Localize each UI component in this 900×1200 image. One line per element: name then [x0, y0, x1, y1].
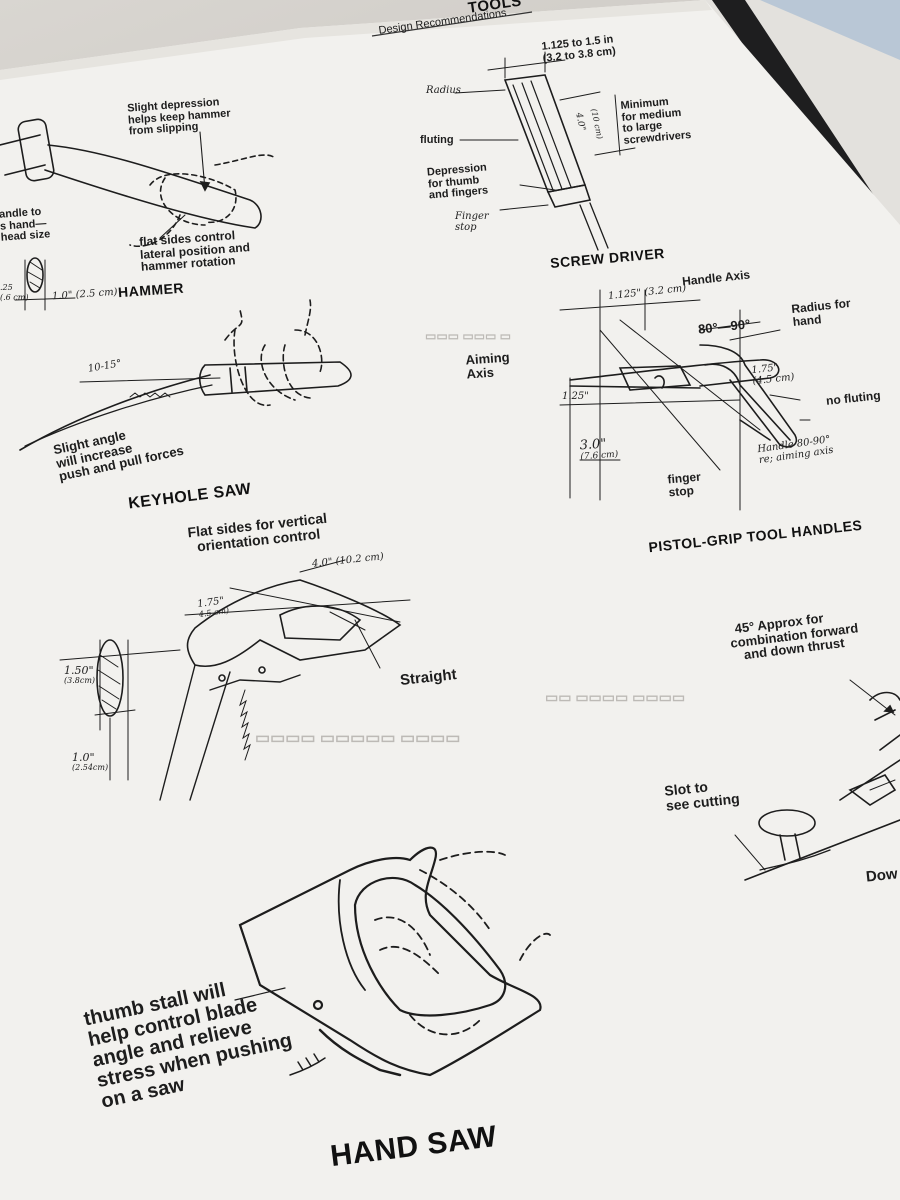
- pistol-grip-drawing: [559, 289, 811, 511]
- pistol-aiming-axis: Aiming Axis: [465, 349, 511, 382]
- screwdriver-drawing: [454, 51, 636, 251]
- hand-saw-dims-drawing: [59, 559, 411, 801]
- hammer-flat-sides-note: flat sides control lateral position and …: [138, 228, 251, 274]
- hand-saw-dim-thickness: 1.0" (2.54cm): [72, 751, 109, 772]
- ghost-text: ▭▭▭▭ ▭▭▭▭ ▭▭: [545, 689, 686, 705]
- hammer-dim-small-cm: (.6 cm): [0, 293, 29, 302]
- pistol-dim-a: 1.25": [562, 391, 589, 402]
- screwdriver-finger-stop: Finger stop: [455, 211, 489, 233]
- plane-partial-label: Dow: [865, 865, 899, 886]
- hammer-drawing: [0, 118, 276, 311]
- ghost-text: ▭ ▭▭▭ ▭▭▭: [425, 329, 512, 343]
- pistol-dim-c: 3.0" (7.6 cm): [579, 436, 619, 462]
- screwdriver-fluting: fluting: [420, 134, 454, 146]
- hand-saw-dim-height: 1.50" (3.8cm): [64, 664, 96, 685]
- screwdriver-minimum-note: Minimum for medium to large screwdrivers: [620, 95, 692, 147]
- screwdriver-radius: Radius: [426, 85, 461, 96]
- plane-drawing: [734, 679, 900, 881]
- hammer-left-note: andle to s hand— head size: [0, 205, 51, 244]
- ghost-text: ▭▭▭▭ ▭▭▭▭▭ ▭▭▭▭: [255, 730, 461, 747]
- keyhole-saw-drawing: [19, 299, 352, 451]
- hammer-dim-small: .25: [0, 283, 13, 292]
- pistol-dim-b: 1.75" (4.5 cm): [750, 362, 795, 387]
- screwdriver-depression: Depression for thumb and fingers: [426, 161, 489, 202]
- pistol-finger-stop: finger stop: [666, 469, 702, 499]
- hammer-depression-note: Slight depression helps keep hammer from…: [126, 96, 231, 138]
- hand-saw-drawing: [234, 846, 551, 1077]
